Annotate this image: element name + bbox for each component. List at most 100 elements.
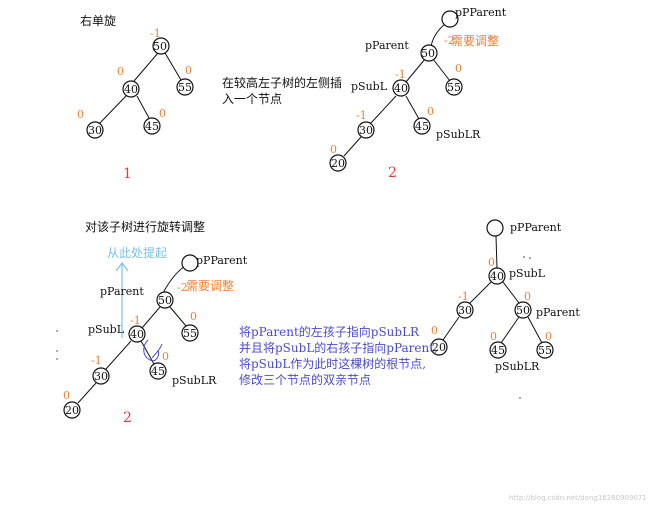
bf-50: -2: [177, 281, 188, 294]
balance-factor: 0: [77, 108, 84, 121]
balance-factor: 0: [117, 65, 124, 78]
balance-factor: 0: [159, 107, 166, 120]
panel3-title: 对该子树进行旋转调整: [85, 220, 206, 234]
balance-factor: -1: [130, 314, 141, 327]
node-value: 40: [130, 328, 144, 341]
explanation-line4: 修改三个节点的双亲节点: [239, 373, 372, 387]
node-circle: [181, 324, 199, 342]
balance-factor: 0: [185, 64, 192, 77]
balance-factor: 0: [427, 105, 434, 118]
balance-factor: 0: [63, 389, 70, 402]
node-value: 55: [447, 81, 461, 94]
node-value: 55: [538, 344, 552, 357]
subl-label: pSubL: [351, 80, 388, 93]
step-number: 2: [388, 165, 397, 181]
node-value: 30: [94, 370, 108, 383]
step-number: 2: [123, 410, 132, 426]
edge-30-20: [442, 316, 460, 341]
balance-factor: -1: [395, 68, 406, 81]
balance-factor: -1: [91, 354, 102, 367]
node-value: 40: [394, 82, 408, 95]
balance-factor: -1: [356, 109, 367, 122]
node-circle: [420, 44, 438, 62]
node-circle: [156, 291, 174, 309]
node-value: 40: [124, 83, 138, 96]
node-circle: [357, 121, 375, 139]
node-circle: [122, 80, 140, 98]
node-value: 40: [490, 270, 504, 283]
node-value: 30: [458, 304, 472, 317]
edge-50-40: [141, 306, 161, 329]
node-value: 45: [415, 120, 429, 133]
node-value: 45: [491, 344, 505, 357]
edge-40-30: [468, 281, 492, 305]
node-circle: [489, 341, 507, 359]
node-value: 55: [183, 327, 197, 340]
balance-factor: -1: [458, 290, 469, 303]
node-circle: [149, 362, 167, 380]
parent-label: pParent: [100, 285, 144, 298]
bf-50: -2: [444, 34, 455, 47]
pparent-label: pPParent: [196, 254, 248, 267]
node-value: 50: [421, 47, 435, 60]
edge-40-30: [370, 95, 397, 124]
edge-50-40: [405, 58, 426, 83]
needs-adjust-label: 需要调整: [186, 279, 235, 293]
node-circle: [413, 117, 431, 135]
balance-factor: 0: [490, 330, 497, 343]
panel2-edges: [343, 19, 451, 157]
edge-30-20: [343, 136, 362, 157]
node-value: 50: [153, 40, 167, 53]
node-value: 55: [178, 81, 192, 94]
explanation-line2: 并且将pSubL的右孩子指向pParent,: [239, 341, 438, 355]
parent-label: pParent: [536, 306, 580, 319]
node-circle: [152, 37, 170, 55]
edge-50-40: [133, 52, 159, 82]
node-circle: [456, 301, 474, 319]
node-circle: [488, 267, 506, 285]
edge-40-50: [502, 281, 520, 304]
edge-50-55: [527, 316, 543, 344]
balance-factor: -1: [150, 27, 161, 40]
balance-factor: 0: [330, 143, 337, 156]
panel1-note-line2: 入一个节点: [222, 92, 283, 106]
node-circle: [143, 117, 161, 135]
node-circle: [392, 79, 410, 97]
node-circle: [128, 325, 146, 343]
node-value: 30: [88, 124, 102, 137]
panel2-nodes: [329, 10, 463, 172]
parent-label: pParent: [365, 39, 409, 52]
sublr-label: pSubLR: [172, 374, 217, 387]
panel1-edges: [98, 52, 182, 125]
edge-40-45: [405, 95, 420, 120]
balance-factor: 0: [455, 62, 462, 75]
balance-factor: 0: [190, 310, 197, 323]
explanation-line3: 将pSubL作为此时这棵树的根节点,: [239, 357, 427, 371]
node-circle: [486, 219, 504, 237]
node-circle: [329, 154, 347, 172]
node-circle: [63, 401, 81, 419]
node-value: 20: [432, 341, 446, 354]
panel1-nodes: [86, 37, 194, 139]
watermark: http://blog.csdn.net/dong16280909071: [509, 494, 647, 502]
sublr-label: pSubLR: [495, 360, 540, 373]
node-value: 45: [145, 120, 159, 133]
rotation-arrow: [143, 339, 163, 362]
node-circle: [86, 121, 104, 139]
stray-dots: [56, 256, 531, 399]
panel1-note-line1: 在较高左子树的左侧插: [222, 76, 343, 90]
explanation-line1: 将pParent的左孩子指向pSubLR: [239, 325, 420, 339]
edge-50-45: [500, 316, 520, 344]
panel3-nodes: [63, 254, 199, 419]
edge-pparent-40: [495, 235, 498, 269]
node-circle: [514, 301, 532, 319]
panel1-title: 右单旋: [80, 14, 117, 28]
node-value: 50: [516, 304, 530, 317]
node-circle: [430, 338, 448, 356]
rotation-curve-2: [151, 343, 163, 359]
balance-factor: 0: [431, 324, 438, 337]
balance-factor: 0: [162, 350, 169, 363]
balance-factor: 0: [545, 330, 552, 343]
sublr-label: pSubLR: [436, 128, 481, 141]
